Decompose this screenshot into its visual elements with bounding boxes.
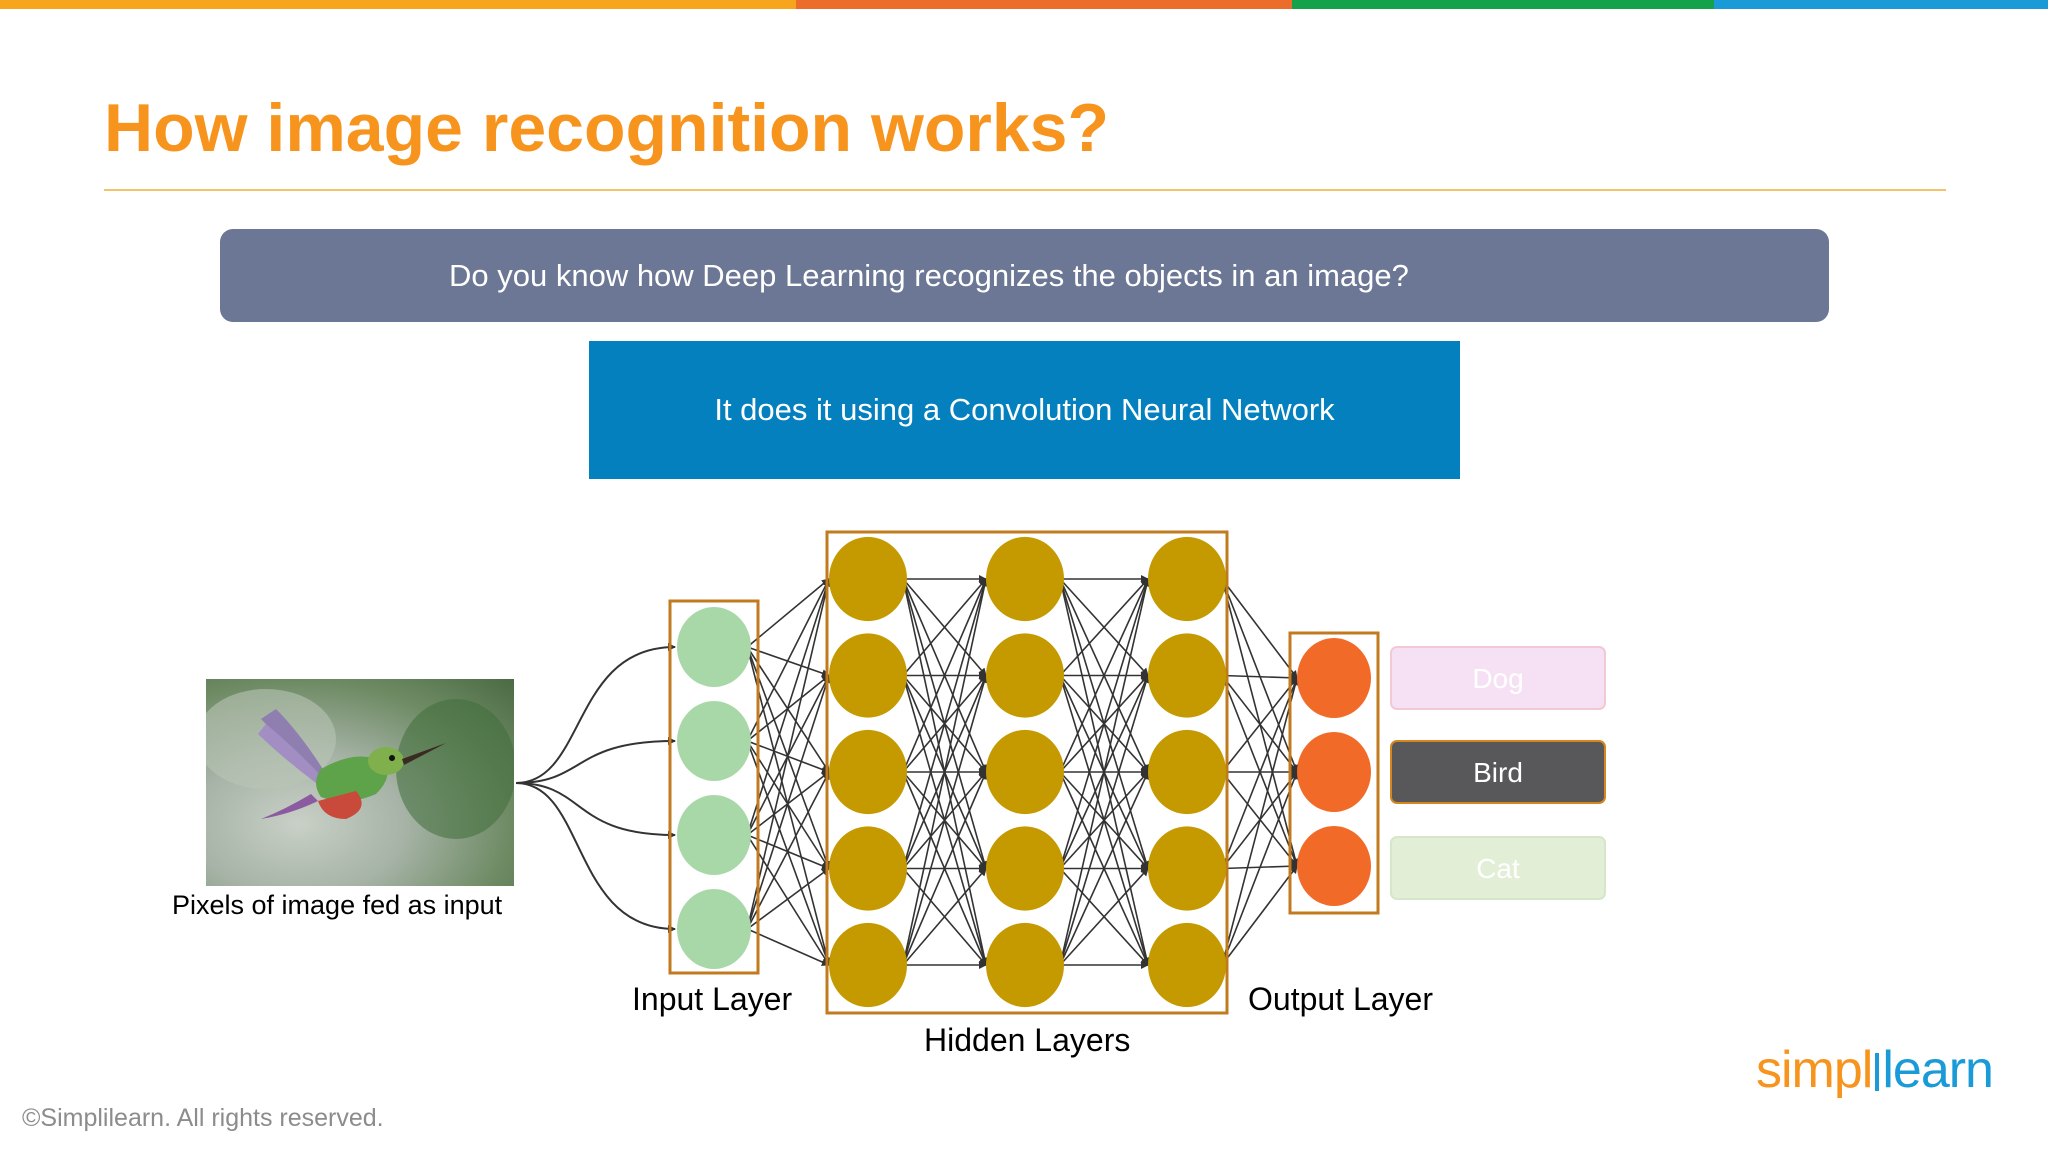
hidden-layers-label: Hidden Layers xyxy=(924,1022,1131,1058)
connection-edge xyxy=(746,578,830,648)
output-node xyxy=(1297,732,1371,812)
logo-right-text: learn xyxy=(1882,1041,1994,1099)
connection-edge xyxy=(902,578,987,773)
connection-edge xyxy=(746,867,830,930)
accent-bar-blue xyxy=(1714,0,2048,9)
connection-edge xyxy=(902,578,987,677)
connection-edge xyxy=(746,578,830,742)
connection-edge xyxy=(1221,677,1300,966)
connection-edge xyxy=(1221,771,1299,966)
connection-edge xyxy=(1221,578,1298,679)
connection-edge xyxy=(1221,865,1298,966)
output-layer-frame xyxy=(1288,631,1380,915)
hidden-node xyxy=(1148,536,1226,622)
output-node xyxy=(1297,826,1371,906)
connection-edge xyxy=(1059,771,1149,966)
connection-edge xyxy=(1059,674,1150,966)
hidden-node xyxy=(986,633,1064,718)
hidden-node xyxy=(829,826,907,911)
accent-bar-green xyxy=(1292,0,1714,9)
connection-edge xyxy=(746,674,831,930)
hidden-node xyxy=(829,922,907,1008)
image-caption: Pixels of image fed as input xyxy=(172,890,503,920)
connection-edge xyxy=(1221,675,1299,867)
hidden-node xyxy=(1148,729,1226,815)
input-node xyxy=(677,889,751,969)
question-banner: Do you know how Deep Learning recognizes… xyxy=(220,229,1829,322)
connection-edge xyxy=(746,834,830,966)
connection-edge xyxy=(746,771,830,930)
hidden-node xyxy=(1148,922,1226,1008)
connection-edge xyxy=(746,928,830,966)
input-node xyxy=(677,701,751,781)
hidden-node xyxy=(829,729,907,815)
accent-top-bar xyxy=(0,0,2048,9)
logo-divider xyxy=(1875,1053,1880,1091)
output-node xyxy=(1297,638,1371,718)
hidden-node xyxy=(986,729,1064,815)
input-layer-frame xyxy=(668,599,760,975)
hidden-node xyxy=(986,922,1064,1008)
question-text: Do you know how Deep Learning recognizes… xyxy=(449,258,1409,293)
hidden-node xyxy=(1148,633,1226,718)
hummingbird-illustration xyxy=(206,689,514,839)
connection-edge xyxy=(1059,867,1149,966)
accent-bar-red-orange xyxy=(796,0,1292,9)
connection-edge xyxy=(746,646,831,870)
class-box-dog: Dog xyxy=(1390,646,1606,710)
input-node xyxy=(677,607,751,687)
copyright-text: ©Simplilearn. All rights reserved. xyxy=(22,1104,384,1132)
output-layer-label: Output Layer xyxy=(1248,981,1433,1017)
hummingbird-image xyxy=(206,679,514,886)
connection-edge xyxy=(746,578,832,930)
connection-edge xyxy=(1059,578,1149,677)
connection-edge xyxy=(1059,578,1151,966)
connection-edge xyxy=(1059,578,1150,869)
answer-banner: It does it using a Convolution Neural Ne… xyxy=(589,341,1460,479)
connection-edge xyxy=(746,740,831,966)
accent-bar-orange xyxy=(0,0,796,9)
connection-edge xyxy=(902,771,987,966)
connection-edge xyxy=(746,578,831,836)
hidden-layers-frame xyxy=(825,530,1229,1015)
input-feed-arrow xyxy=(515,782,676,933)
input-feed-arrow xyxy=(515,643,676,784)
connection-edge xyxy=(1059,578,1149,773)
input-feed-arrow xyxy=(515,737,676,784)
input-feed-arrow xyxy=(515,782,676,839)
class-box-cat: Cat xyxy=(1390,836,1606,900)
connection-edge xyxy=(902,578,988,869)
title-divider xyxy=(104,189,1946,191)
hidden-node xyxy=(829,633,907,718)
input-node xyxy=(677,795,751,875)
connection-edge xyxy=(1221,578,1299,773)
hidden-node xyxy=(829,536,907,622)
connection-edge xyxy=(1221,677,1299,869)
connection-edge xyxy=(902,578,989,966)
connection-edge xyxy=(1222,673,1298,682)
hidden-node xyxy=(1148,826,1226,911)
connection-edge xyxy=(1221,677,1298,773)
hidden-node xyxy=(986,826,1064,911)
input-layer-label: Input Layer xyxy=(632,981,793,1017)
logo-left-text: simpl xyxy=(1756,1041,1873,1099)
connection-edge xyxy=(902,674,988,966)
hidden-node xyxy=(986,536,1064,622)
class-box-bird: Bird xyxy=(1390,740,1606,804)
slide-title: How image recognition works? xyxy=(104,90,1110,166)
connection-edge xyxy=(902,867,987,966)
